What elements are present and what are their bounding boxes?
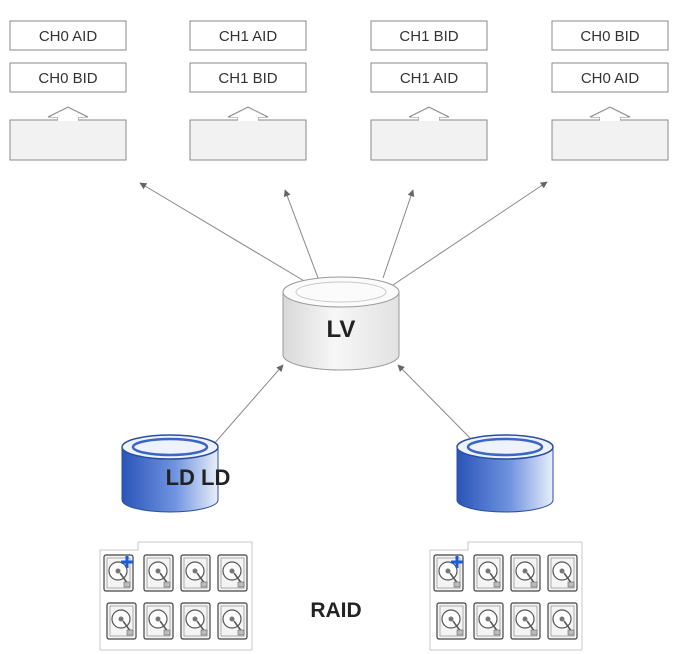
hard-disk-icon xyxy=(106,602,137,640)
up-arrow-icon xyxy=(50,109,86,121)
host-top-label: CH1 AID xyxy=(219,28,278,45)
host-1: CH1 AID CH1 BID xyxy=(189,20,307,161)
hard-disk-plus-icon xyxy=(103,554,134,592)
hard-disk-icon xyxy=(510,602,541,640)
host-bottom-label: CH1 AID xyxy=(400,70,459,87)
hard-disk-plus-icon xyxy=(433,554,464,592)
host-bottom-box xyxy=(189,62,307,93)
arrow-lv-host-3 xyxy=(392,181,548,286)
host-top-box xyxy=(551,20,669,51)
arrow-lv-host-0 xyxy=(139,182,317,289)
hard-disk-icon xyxy=(217,554,248,592)
host-top-box xyxy=(370,20,488,51)
hard-disk-icon xyxy=(180,554,211,592)
hard-disk-icon xyxy=(180,602,211,640)
hard-disk-icon xyxy=(143,554,174,592)
lv-label: LV xyxy=(327,316,356,343)
hard-disk-icon xyxy=(510,554,541,592)
host-bottom-label: CH0 BID xyxy=(38,70,97,87)
host-bottom-label: CH1 BID xyxy=(218,70,277,87)
host-top-label: CH0 BID xyxy=(580,28,639,45)
arrow-ld-left-lv xyxy=(212,364,284,446)
connection-arrows xyxy=(139,181,548,446)
up-arrow-icon xyxy=(230,109,266,121)
hard-disk-icon xyxy=(547,554,578,592)
ld-cylinder-left: LD LD xyxy=(121,434,231,513)
host-bottom-box xyxy=(9,62,127,93)
host-bottom-box xyxy=(551,62,669,93)
raid-group-left xyxy=(99,541,253,651)
host-bottom-box xyxy=(370,62,488,93)
raid-frame xyxy=(99,541,253,651)
hard-disk-icon xyxy=(436,602,467,640)
hard-disk-icon xyxy=(217,602,248,640)
raid-frame xyxy=(429,541,583,651)
host-3: CH0 BID CH0 AID xyxy=(551,20,669,161)
up-arrow-icon xyxy=(592,109,628,121)
host-2: CH1 BID CH1 AID xyxy=(370,20,488,161)
hard-disk-icon xyxy=(547,602,578,640)
host-top-label: CH1 BID xyxy=(399,28,458,45)
host-0: CH0 AID CH0 BID xyxy=(9,20,127,161)
up-arrow-icon xyxy=(411,109,447,121)
hard-disk-icon xyxy=(473,602,504,640)
arrow-ld-right-lv xyxy=(397,364,471,439)
ld-cylinder-right xyxy=(456,434,554,513)
hard-disk-icon xyxy=(143,602,174,640)
raid-group-right xyxy=(429,541,583,651)
arrow-lv-host-1 xyxy=(283,189,319,279)
arrow-lv-host-2 xyxy=(382,189,415,279)
host-top-box xyxy=(189,20,307,51)
lv-cylinder: LV xyxy=(282,276,400,371)
host-top-label: CH0 AID xyxy=(39,28,98,45)
ld-label: LD LD xyxy=(166,465,231,490)
host-top-box xyxy=(9,20,127,51)
host-bottom-label: CH0 AID xyxy=(581,70,640,87)
raid-label: RAID xyxy=(310,599,361,622)
hard-disk-icon xyxy=(473,554,504,592)
